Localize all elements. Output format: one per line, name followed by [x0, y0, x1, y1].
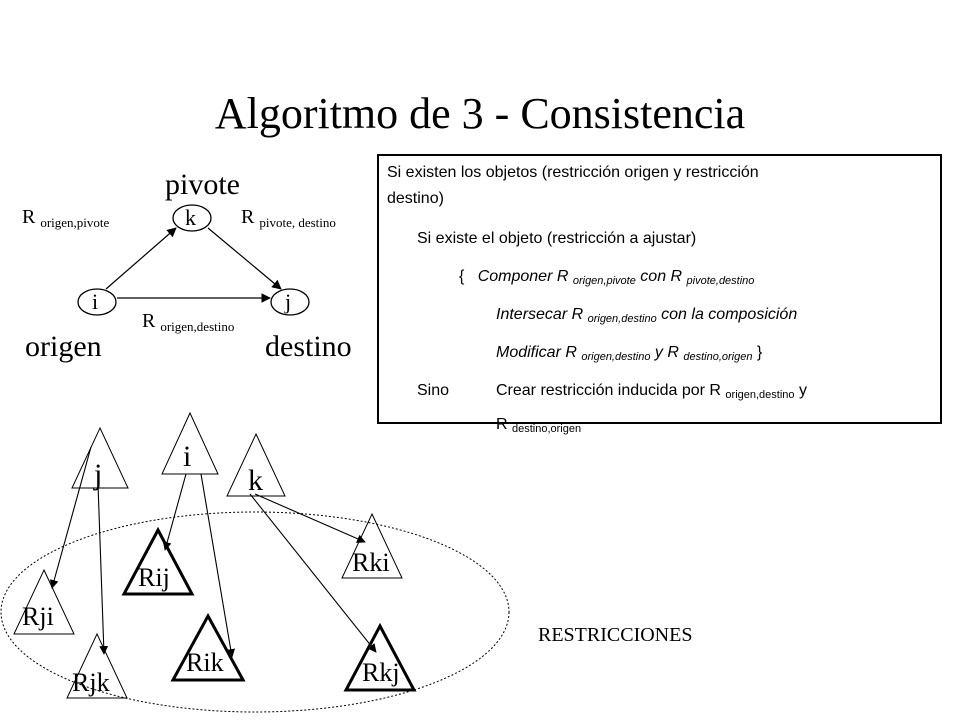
box-line-6: Modificar R origen,destino y R destino,o…	[496, 344, 763, 363]
var-j-label: j	[94, 458, 103, 491]
arrow-j-to-rjk	[97, 483, 109, 655]
box-line-1: Si existen los objetos (restricción orig…	[387, 164, 759, 181]
box-line-3: Si existe el objeto (restricción a ajust…	[417, 230, 697, 247]
rkj-label: Rkj	[362, 658, 400, 687]
box-line-2: destino)	[387, 190, 444, 207]
edge-label-pivote-destino: R pivote, destino	[241, 206, 336, 230]
node-i-circle	[77, 288, 117, 316]
node-k-label: k	[185, 205, 196, 230]
box-line-5: Intersecar R origen,destino con la compo…	[496, 306, 798, 325]
node-i-label: i	[92, 289, 99, 314]
edge-label-origen-pivote: R origen,pivote	[22, 206, 110, 230]
rjk-triangle	[66, 632, 128, 699]
rki-label: Rki	[352, 548, 390, 577]
node-k-circle	[172, 204, 212, 232]
rki-triangle	[341, 512, 403, 579]
restricciones-region	[0, 511, 510, 713]
box-line-7: Sino Crear restricción inducida por R or…	[417, 382, 807, 401]
rij-label: Rij	[138, 563, 170, 592]
arrow-j-to-rji	[49, 446, 92, 589]
node-j-label: j	[285, 289, 292, 314]
rik-label: Rik	[186, 648, 224, 677]
origen-label: origen	[25, 330, 102, 363]
arrow-k-to-rkj	[249, 493, 377, 653]
destino-label: destino	[265, 330, 352, 363]
rjk-label: Rjk	[72, 668, 110, 697]
rij-triangle	[121, 526, 195, 596]
rji-triangle	[13, 568, 75, 635]
var-i-triangle	[161, 411, 219, 475]
arrow-i-to-rik	[200, 473, 236, 658]
rik-triangle	[170, 612, 246, 682]
var-j-triangle	[71, 426, 129, 489]
edge-i-to-k	[105, 227, 177, 290]
page-title: Algoritmo de 3 - Consistencia	[214, 89, 746, 138]
arrow-k-to-rki	[254, 493, 366, 543]
edge-k-to-j	[207, 227, 282, 290]
var-k-label: k	[248, 464, 263, 497]
var-i-label: i	[183, 440, 192, 473]
algorithm-box: Si existen los objetos (restricción orig…	[377, 154, 942, 424]
restricciones-label: RESTRICCIONES	[538, 624, 693, 646]
pivote-label: pivote	[165, 168, 240, 201]
rkj-triangle	[343, 622, 417, 692]
node-j-circle	[270, 288, 310, 316]
edge-label-origen-destino: R origen,destino	[142, 310, 235, 334]
box-line-8: R destino,origen	[496, 416, 582, 435]
var-k-triangle	[226, 432, 286, 497]
box-line-4: { Componer R origen,pivote con R pivote,…	[459, 268, 755, 287]
arrow-i-to-rij	[162, 473, 187, 551]
rji-label: Rji	[22, 602, 54, 631]
